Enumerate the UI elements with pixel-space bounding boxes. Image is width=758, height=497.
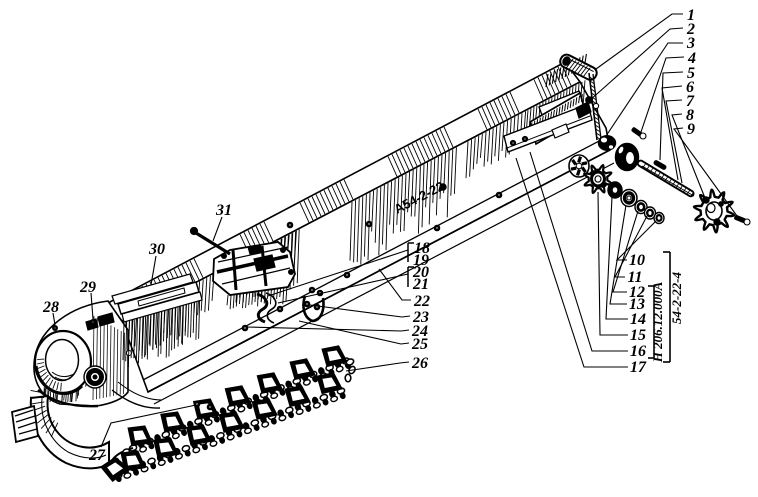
svg-text:29: 29 (79, 279, 96, 296)
svg-text:17: 17 (630, 359, 647, 376)
svg-text:Н 206.12.000А: Н 206.12.000А (650, 281, 665, 363)
svg-text:27: 27 (88, 447, 106, 464)
svg-text:15: 15 (630, 327, 646, 344)
svg-text:54-2-22-4: 54-2-22-4 (669, 272, 684, 324)
svg-text:16: 16 (630, 343, 646, 360)
svg-text:14: 14 (630, 311, 646, 328)
svg-text:10: 10 (629, 252, 645, 269)
svg-text:26: 26 (411, 355, 428, 372)
svg-text:30: 30 (148, 241, 165, 258)
svg-text:21: 21 (412, 276, 429, 293)
svg-text:22: 22 (413, 293, 430, 310)
svg-text:31: 31 (215, 202, 232, 219)
svg-text:28: 28 (42, 299, 59, 316)
svg-text:25: 25 (411, 336, 428, 353)
svg-text:9: 9 (687, 121, 695, 138)
